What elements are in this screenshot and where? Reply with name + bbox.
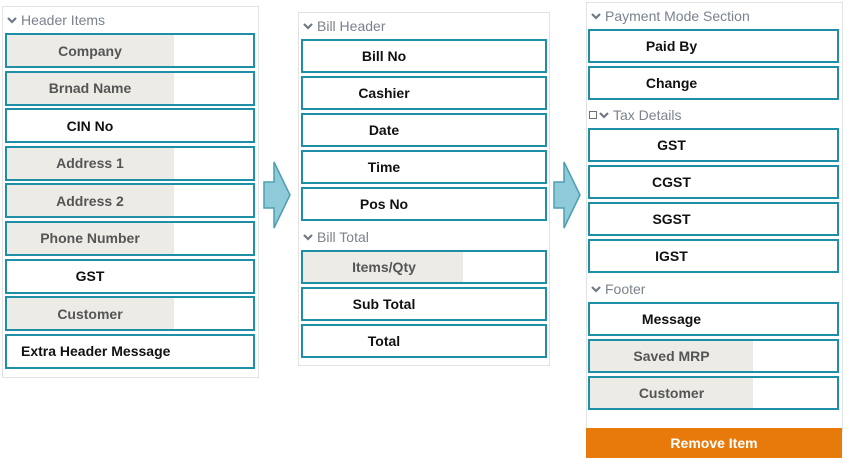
payment-panel: Payment Mode Section Paid By Change Tax D… [586, 2, 843, 432]
item-label: SGST [652, 211, 691, 227]
layout-item-brnad-name[interactable]: Brnad Name [5, 70, 255, 106]
layout-item-customer[interactable]: Customer [588, 376, 839, 410]
layout-item-total[interactable]: Total [301, 324, 547, 358]
bill-header-section-header[interactable]: Bill Header [299, 13, 549, 39]
item-label: Customer [638, 385, 705, 401]
chevron-down-icon[interactable] [591, 285, 601, 293]
item-label: Address 2 [56, 192, 124, 209]
layout-item-phone-number[interactable]: Phone Number [5, 220, 255, 256]
chevron-down-icon[interactable] [303, 22, 313, 30]
layout-item-saved-mrp[interactable]: Saved MRP [588, 339, 839, 373]
layout-item-message[interactable]: Message [588, 302, 839, 336]
layout-item-cgst[interactable]: CGST [588, 165, 839, 199]
item-label: Pos No [359, 196, 409, 212]
arrow-right-icon [553, 161, 581, 229]
item-label: Extra Header Message [21, 343, 171, 360]
item-label: Bill No [361, 48, 407, 64]
item-label: Items/Qty [352, 259, 416, 275]
item-highlight [7, 35, 175, 66]
tax-details-list: GST CGST SGST IGST [587, 128, 842, 273]
item-highlight [7, 185, 175, 217]
layout-item-sub-total[interactable]: Sub Total [301, 287, 547, 321]
item-highlight [7, 147, 175, 179]
item-label: Paid By [645, 38, 698, 54]
remove-item-button[interactable]: Remove Item [586, 428, 842, 458]
arrow-right-icon [263, 161, 291, 229]
item-highlight [590, 341, 754, 371]
payment-mode-section-header[interactable]: Payment Mode Section [587, 3, 842, 29]
payment-mode-list: Paid By Change [587, 29, 842, 100]
chevron-down-icon[interactable] [599, 111, 609, 119]
layout-item-address-1[interactable]: Address 1 [5, 145, 255, 181]
chevron-down-icon[interactable] [7, 16, 17, 24]
layout-item-pos-no[interactable]: Pos No [301, 187, 547, 221]
item-label: Date [368, 122, 400, 138]
checkbox-icon[interactable] [589, 111, 597, 119]
item-highlight [7, 222, 175, 254]
item-highlight [590, 378, 754, 408]
layout-item-change[interactable]: Change [588, 65, 839, 100]
payment-mode-title: Payment Mode Section [605, 8, 750, 24]
item-label: Saved MRP [633, 348, 710, 364]
layout-item-extra-header-message[interactable]: Extra Header Message [5, 333, 255, 369]
item-label: CIN No [66, 117, 114, 134]
layout-item-cashier[interactable]: Cashier [301, 76, 547, 110]
layout-item-company[interactable]: Company [5, 33, 255, 68]
layout-item-address-2[interactable]: Address 2 [5, 183, 255, 219]
footer-title: Footer [605, 281, 646, 297]
bill-total-section-header[interactable]: Bill Total [299, 224, 549, 250]
tax-details-title: Tax Details [613, 107, 682, 123]
layout-item-date[interactable]: Date [301, 113, 547, 147]
item-label: Total [367, 333, 401, 349]
chevron-down-icon[interactable] [303, 233, 313, 241]
item-label: Time [367, 159, 401, 175]
item-label: GST [75, 268, 105, 285]
layout-item-igst[interactable]: IGST [588, 239, 839, 273]
header-items-section-header[interactable]: Header Items [3, 7, 258, 33]
item-label: CGST [652, 174, 691, 190]
header-items-title: Header Items [21, 12, 106, 28]
item-label: Customer [57, 305, 123, 322]
item-label: Message [641, 311, 702, 327]
item-label: Company [58, 42, 122, 59]
footer-section-header[interactable]: Footer [587, 276, 842, 302]
layout-item-bill-no[interactable]: Bill No [301, 39, 547, 73]
item-highlight [7, 72, 175, 104]
item-label: Cashier [358, 85, 410, 101]
layout-item-customer[interactable]: Customer [5, 296, 255, 332]
layout-item-gst[interactable]: GST [588, 128, 839, 162]
item-label: Address 1 [56, 155, 124, 172]
item-label: Sub Total [352, 296, 416, 312]
item-label: IGST [655, 248, 688, 264]
chevron-down-icon[interactable] [591, 12, 601, 20]
item-label: Change [645, 74, 698, 91]
layout-item-paid-by[interactable]: Paid By [588, 29, 839, 63]
bill-total-title: Bill Total [317, 229, 369, 245]
layout-item-items-qty[interactable]: Items/Qty [301, 250, 547, 284]
item-label: GST [657, 137, 686, 153]
layout-item-gst[interactable]: GST [5, 258, 255, 294]
layout-item-time[interactable]: Time [301, 150, 547, 184]
bill-header-title: Bill Header [317, 18, 386, 34]
layout-item-sgst[interactable]: SGST [588, 202, 839, 236]
tax-details-section-header[interactable]: Tax Details [587, 102, 842, 128]
item-highlight [7, 298, 175, 330]
layout-item-cin-no[interactable]: CIN No [5, 108, 255, 144]
item-label: Brnad Name [48, 80, 132, 97]
item-highlight [303, 252, 463, 282]
item-label: Phone Number [40, 230, 140, 247]
